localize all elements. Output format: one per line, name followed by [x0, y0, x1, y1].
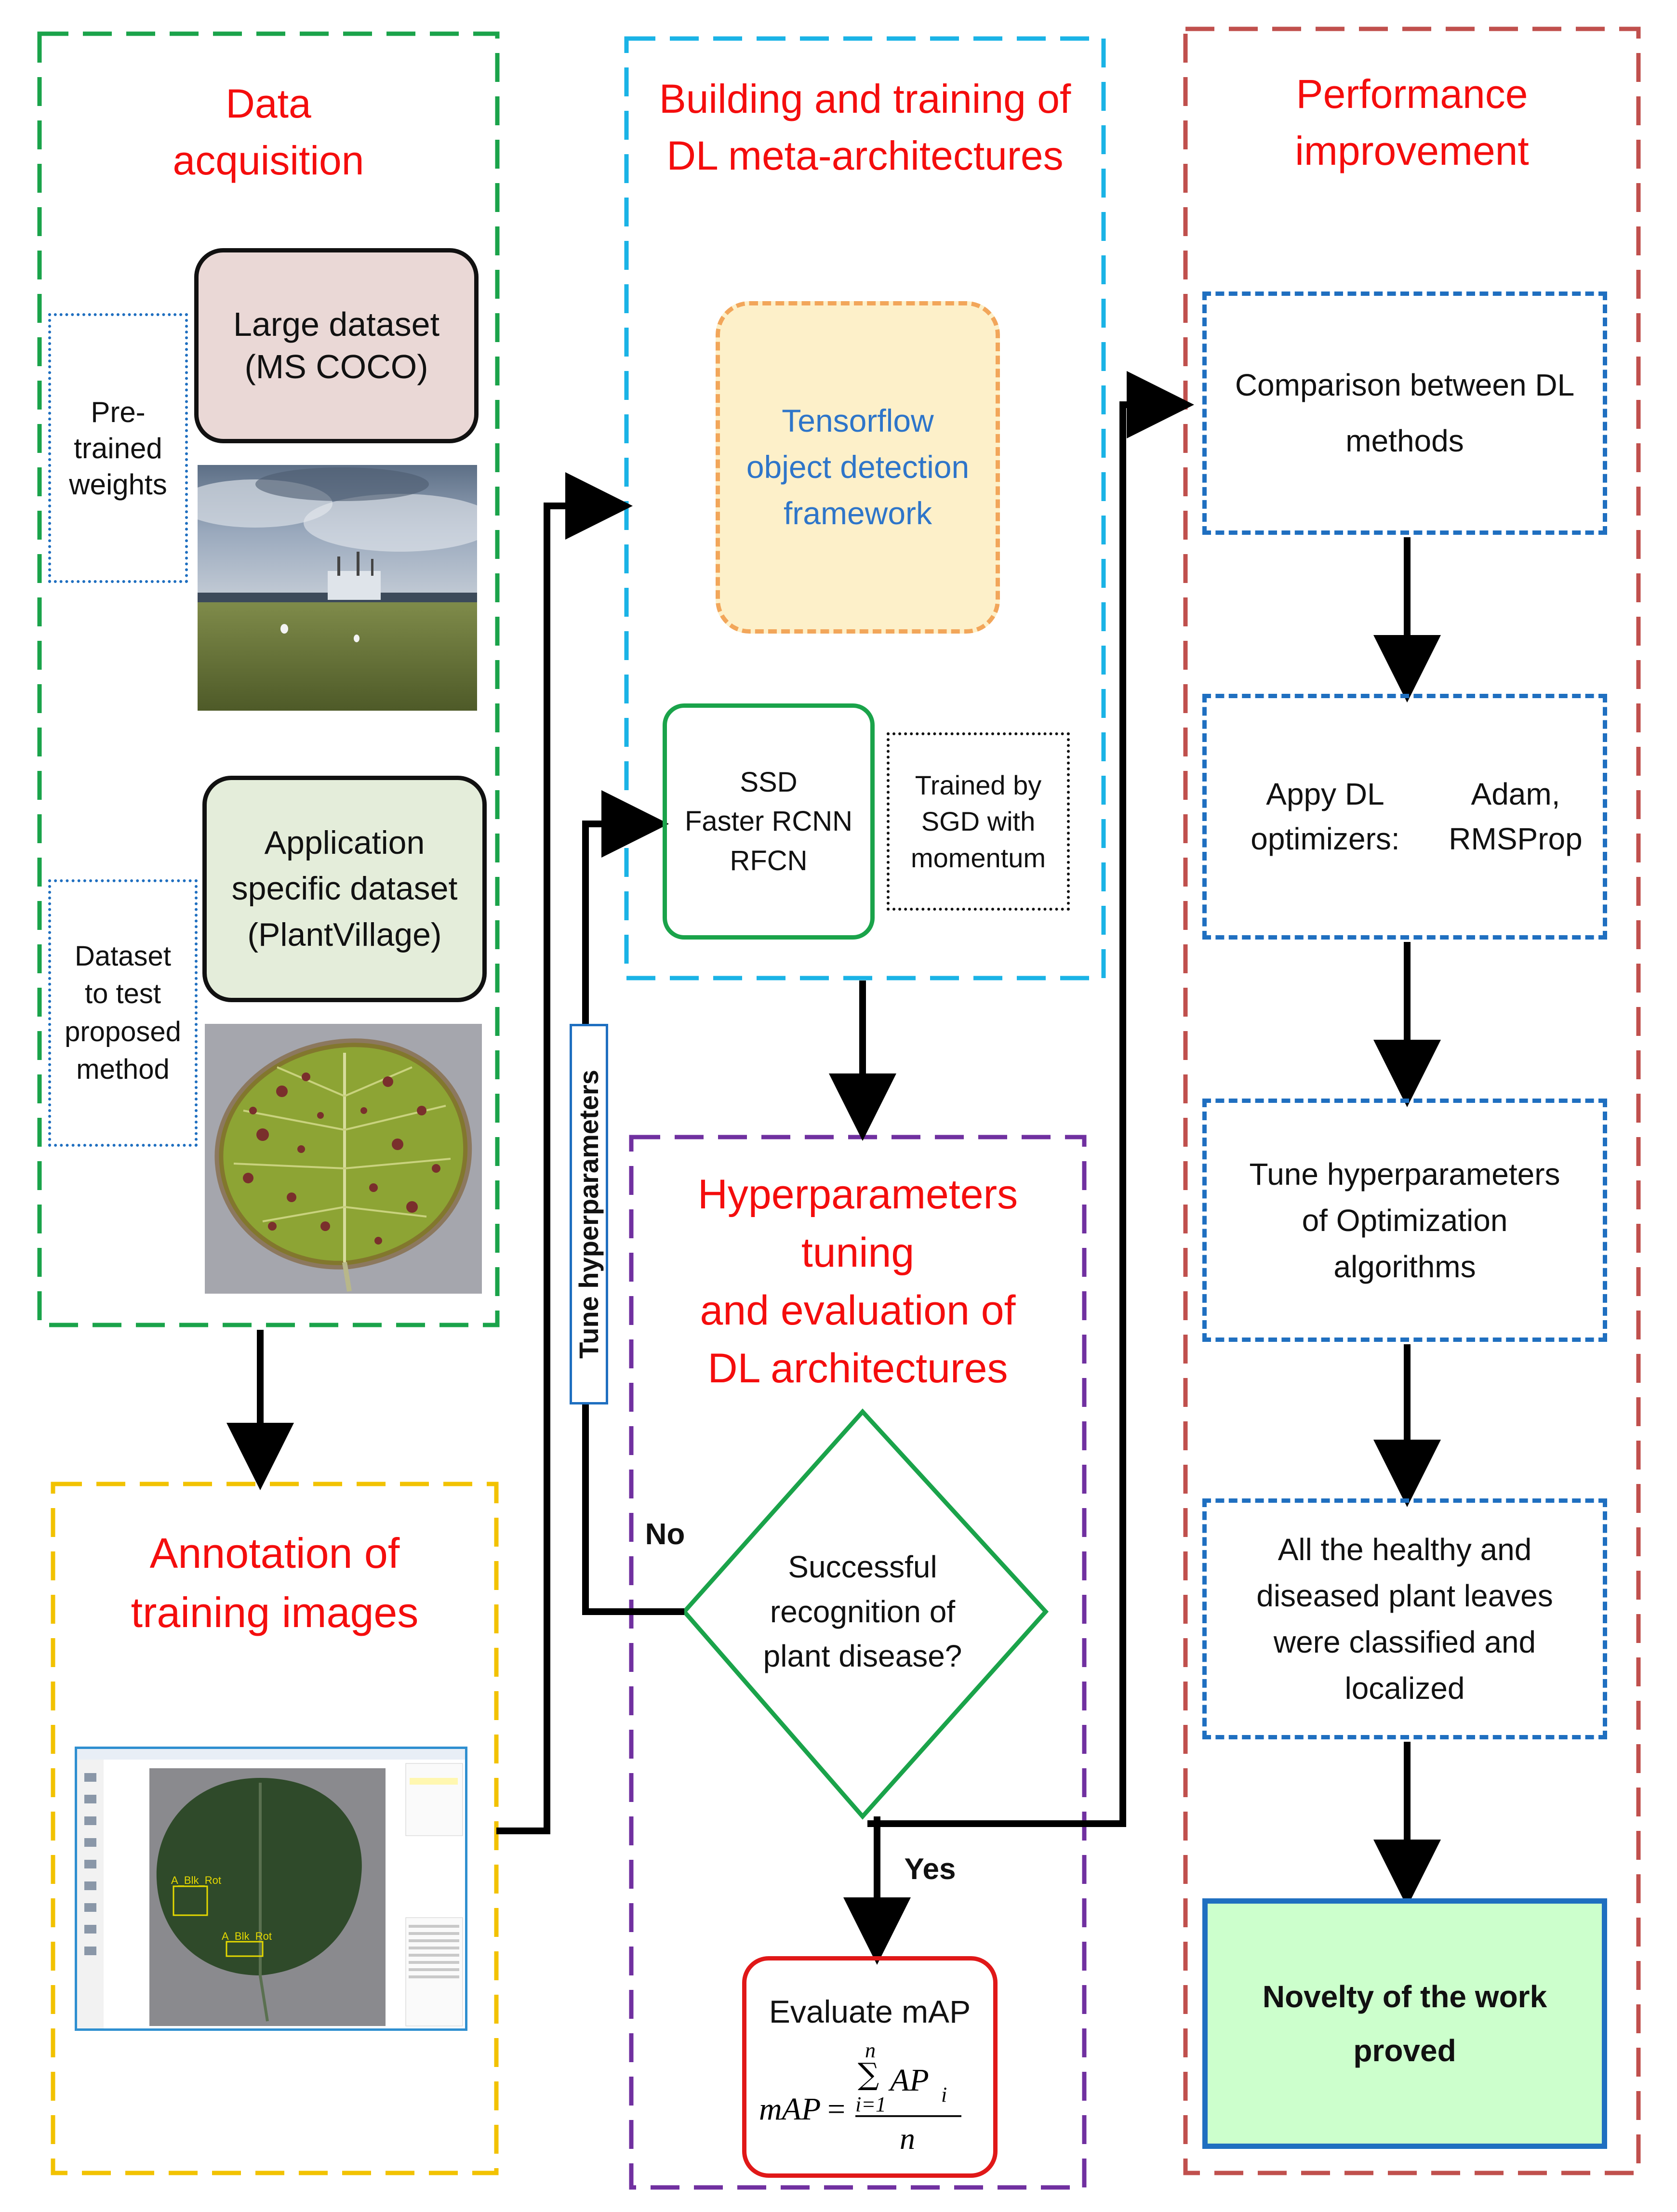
comparison-label: Comparison between DL methods — [1235, 368, 1575, 458]
optimizers-label: Adam, RMSProp — [1449, 777, 1583, 856]
optimizers-box — [1202, 694, 1607, 940]
data-acquisition-title: Data acquisition — [173, 81, 364, 183]
decision-label: Successful recognition of plant disease? — [763, 1549, 962, 1674]
trained-by-label: Trained by SGD with momentum — [910, 769, 1046, 873]
tune-hyper-label: Tune hyperparameters of Optimization alg… — [1249, 1156, 1560, 1284]
formula-lower: i=1 — [855, 2093, 886, 2116]
tune-hyper-box — [1202, 1099, 1607, 1342]
formula-ap: AP — [890, 2063, 929, 2098]
no-label: No — [645, 1518, 685, 1551]
novelty-box — [1202, 1898, 1607, 2149]
hyperparameters-title: Hyperparameters tuning and evaluation of… — [697, 1171, 1018, 1392]
building-title: Building and training of DL meta-archite… — [659, 76, 1071, 178]
models-box — [663, 703, 875, 940]
classified-label: All the healthy and diseased plant leave… — [1256, 1532, 1553, 1706]
yes-label: Yes — [904, 1853, 956, 1886]
dataset-to-test-box — [48, 879, 198, 1147]
annotation-title: Annotation of training images — [131, 1529, 419, 1636]
formula-fraction-bar — [855, 2115, 961, 2117]
map-formula: mAP = n ∑ i=1 AP i n — [759, 2038, 985, 2168]
evaluate-map-label: Evaluate mAP — [769, 1993, 971, 2029]
framework-box — [716, 301, 1000, 634]
classified-box — [1202, 1498, 1607, 1739]
application-dataset-label: Application specific dataset (PlantVilla… — [231, 824, 458, 953]
comparison-box — [1202, 291, 1607, 535]
large-dataset-label: Large dataset (MS COCO) — [233, 305, 440, 385]
plantvillage-leaf-photo — [205, 1024, 482, 1294]
framework-label: Tensorflow object detection framework — [746, 403, 970, 531]
tune-hyperparameters-tag-label: Tune hyperparameters — [573, 1070, 604, 1359]
labelimg-screenshot: A_Blk_Rot A_Blk_Rot — [75, 1747, 467, 2031]
appy-label: Appy DL optimizers: — [1251, 777, 1400, 856]
formula-sum: ∑ — [858, 2056, 879, 2092]
application-dataset-box — [202, 776, 487, 1002]
formula-upper: n — [865, 2039, 876, 2062]
novelty-label: Novelty of the work proved — [1262, 1979, 1547, 2068]
formula-eq: = — [827, 2092, 846, 2127]
formula-lhs: mAP — [759, 2092, 821, 2127]
dataset-to-test-label: Dataset to test proposed method — [65, 940, 181, 1085]
formula-denominator: n — [900, 2121, 915, 2156]
large-dataset-box — [194, 248, 479, 443]
ms-coco-sample-photo — [198, 465, 477, 711]
evaluate-map-box — [742, 1956, 998, 2178]
trained-by-box — [887, 732, 1070, 911]
annotation-label-2: A_Blk_Rot — [222, 1930, 272, 1943]
models-label: SSD Faster RCNN RFCN — [684, 767, 853, 876]
annotation-label-1: A_Blk_Rot — [171, 1874, 221, 1887]
pretrained-weights-label: Pre- trained weights — [69, 396, 167, 501]
pretrained-weights-box — [48, 313, 188, 583]
performance-title: Performance improvement — [1295, 71, 1529, 173]
formula-sub: i — [941, 2083, 947, 2106]
tune-hyperparameters-tag — [570, 1024, 608, 1404]
